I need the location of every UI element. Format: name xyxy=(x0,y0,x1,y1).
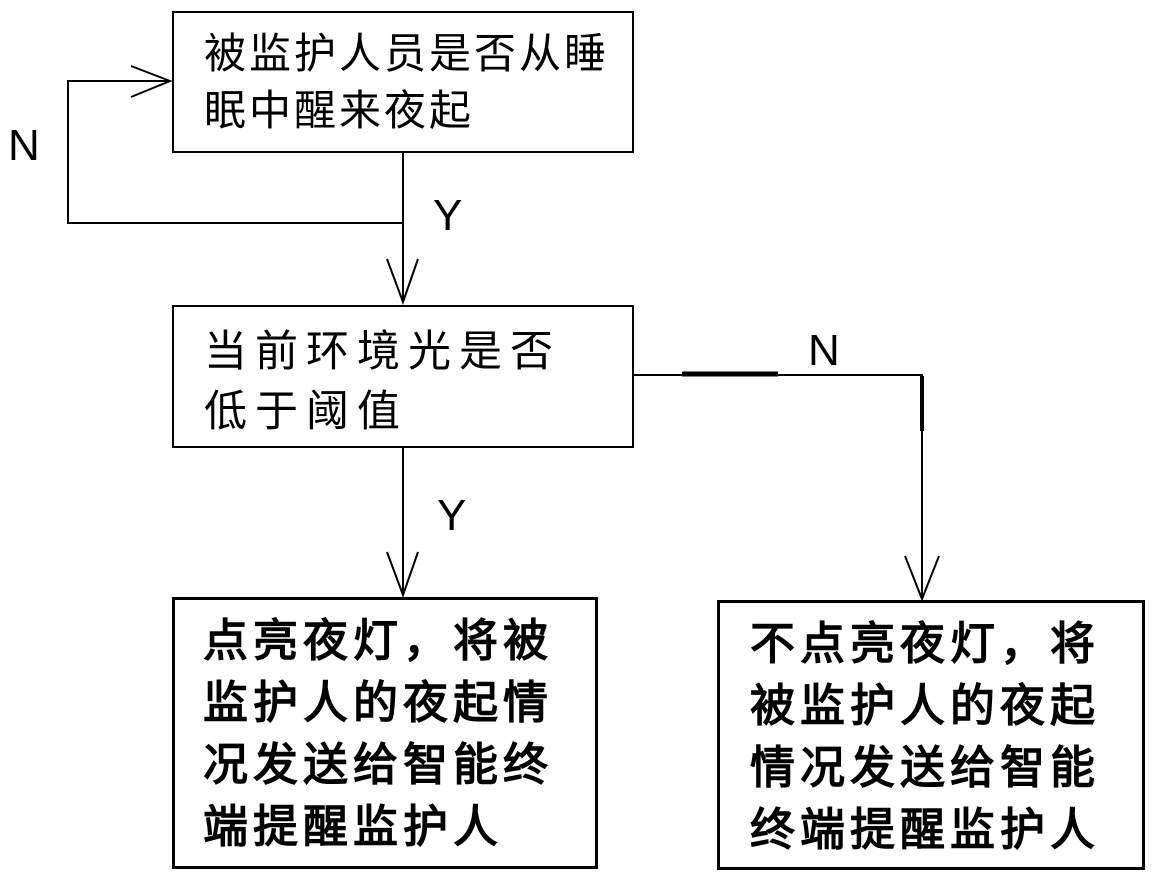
edge-line-light-check-to-light-off xyxy=(634,374,923,598)
arrowhead-down-into-light-off xyxy=(904,555,940,602)
node-check-ambient-light: 当前环境光是否低于阈值 xyxy=(172,305,634,448)
arrowhead-right-into-wake-check xyxy=(130,65,173,98)
arrowhead-down-into-light-check xyxy=(386,258,419,305)
edge-label-yes-to-light-on: Y xyxy=(437,491,467,540)
edge-label-yes-to-light-check: Y xyxy=(433,191,463,240)
edge-line-n-loopback xyxy=(67,80,402,224)
edge-label-no-to-light-off: N xyxy=(808,326,840,375)
node-light-on-notify: 点亮夜灯，将被监护人的夜起情况发送给智能终端提醒监护人 xyxy=(172,597,598,869)
arrowhead-down-into-light-on xyxy=(386,551,419,598)
edge-label-no-loopback: N xyxy=(8,121,40,170)
node-light-off-notify: 不点亮夜灯，将被监护人的夜起情况发送给智能终端提醒监护人 xyxy=(717,600,1145,870)
node-check-night-wake: 被监护人员是否从睡眠中醒来夜起 xyxy=(172,11,634,153)
